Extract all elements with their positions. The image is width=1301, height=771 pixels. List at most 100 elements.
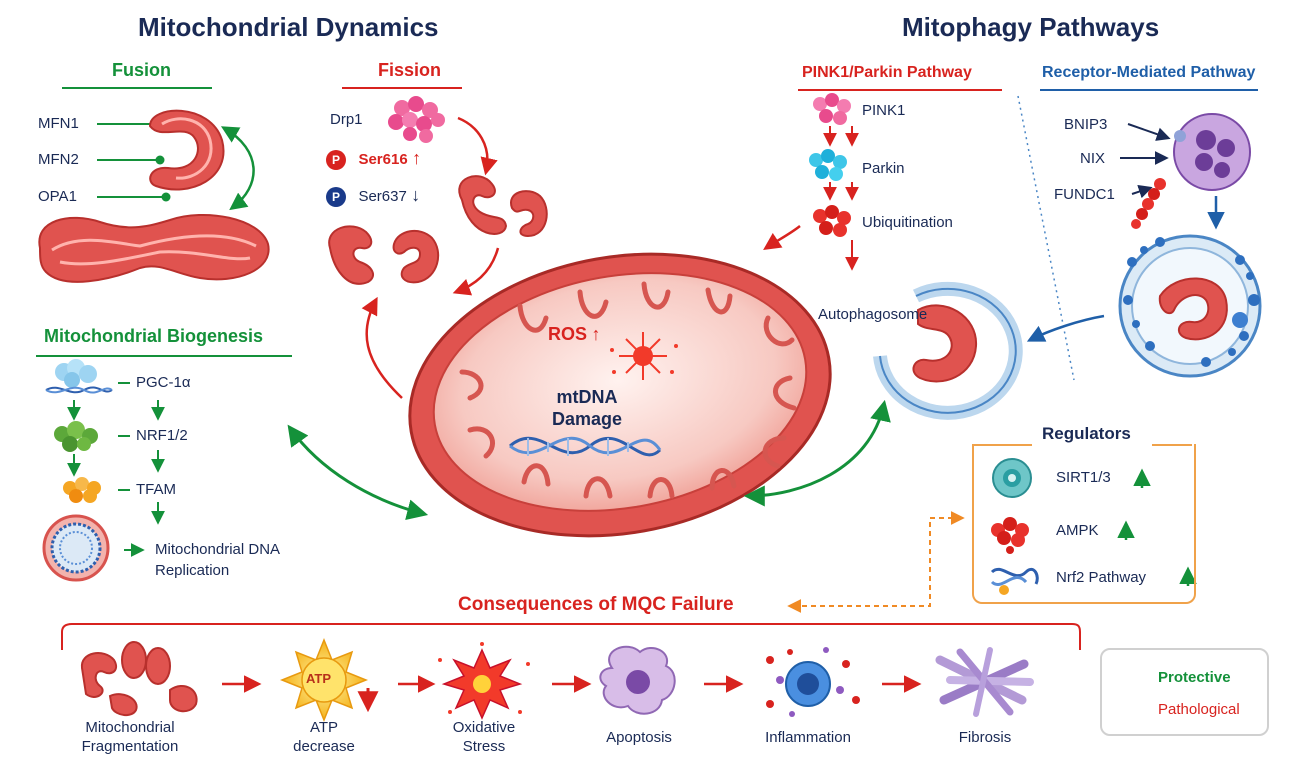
apoptosis-cell-icon	[599, 645, 676, 715]
fusion-protein-mfn1: MFN1	[38, 115, 79, 132]
phospho-badge-blue: P	[326, 187, 346, 207]
fission-fragment-2	[510, 190, 548, 238]
receptor-bnip3: BNIP3	[1064, 116, 1108, 133]
central-mitochondrion	[408, 252, 832, 538]
consequences-title: Consequences of MQC Failure	[458, 594, 734, 615]
regulators-top-right-border	[1152, 444, 1192, 446]
phospho-badge-red: P	[326, 150, 346, 170]
consequence-atp-line1: ATP	[309, 719, 339, 736]
atp-starburst-icon	[279, 637, 379, 723]
regulators-title: Regulators	[1042, 424, 1131, 443]
nrf2-icon	[990, 567, 1039, 595]
replication-line2: Replication	[155, 562, 230, 579]
receptor-to-autophagosome-arrow	[1026, 314, 1105, 342]
consequence-fibrosis: Fibrosis	[958, 729, 1012, 746]
autophagosome-icon	[873, 281, 1023, 420]
regulator-sirt: SIRT1/3	[1056, 469, 1111, 486]
ubiquitin-icon	[813, 205, 851, 237]
pink1-icon	[813, 93, 851, 125]
fusion-protein-mfn2: MFN2	[38, 151, 79, 168]
biogenesis-center-arrow	[287, 424, 429, 520]
inflammation-icon	[766, 647, 860, 717]
receptor-nix: NIX	[1080, 150, 1106, 167]
fundc1-chain-icon	[1131, 178, 1166, 229]
autophagosome-label: Autophagosome	[818, 306, 928, 323]
fusion-title: Fusion	[112, 60, 171, 80]
receptor-autophagosome-icon	[1118, 234, 1262, 378]
regulators-top-left-border	[972, 444, 1032, 446]
parkin-label: Parkin	[862, 160, 905, 177]
mitophagy-title: Mitophagy Pathways	[902, 12, 1160, 42]
up-arrow-icon: ↑	[412, 148, 422, 168]
consequence-oxidative-line2: Stress	[462, 738, 506, 755]
pink1-pathway-title: PINK1/Parkin Pathway	[802, 64, 972, 81]
legend-pathological: Pathological	[1158, 701, 1240, 718]
mtdna-replication-icon	[42, 514, 110, 582]
replication-line1: Mitochondrial DNA	[155, 541, 281, 558]
consequence-apoptosis: Apoptosis	[606, 729, 672, 746]
consequence-fragmentation-line1: Mitochondrial	[85, 719, 175, 736]
biogenesis-arrows	[67, 382, 165, 557]
mitophagy-center-arrow	[743, 399, 891, 507]
regulator-ampk: AMPK	[1056, 522, 1099, 539]
consequence-atp: ATP decrease	[264, 718, 384, 756]
down-arrow-icon: ↓	[411, 185, 421, 205]
fused-mito	[38, 213, 270, 283]
ser637-row: P Ser637 ↓	[326, 185, 420, 207]
regulator-up-arrows	[1117, 468, 1197, 586]
mtdna-line1: mtDNA	[556, 387, 618, 407]
mtdna-label: mtDNA Damage	[552, 386, 622, 430]
biogenesis-step-nrf12: NRF1/2	[136, 427, 188, 444]
parkin-icon	[809, 149, 847, 181]
ampk-icon	[991, 517, 1029, 554]
drp1-label: Drp1	[330, 111, 363, 128]
legend-box	[1100, 648, 1269, 736]
biogenesis-title: Mitochondrial Biogenesis	[44, 326, 264, 346]
biogenesis-step-tfam: TFAM	[136, 481, 176, 498]
ser616-label: Ser616	[358, 151, 408, 168]
atp-icon-text: ATP	[306, 671, 332, 686]
pink1-arrows	[823, 126, 859, 271]
fission-fragment-1	[458, 175, 508, 235]
ros-label-row: ROS ↑	[548, 324, 600, 345]
fibrosis-icon	[935, 647, 1034, 717]
fragmentation-icon	[80, 641, 198, 716]
fusion-protein-opa1: OPA1	[38, 188, 77, 205]
pathway-divider	[1017, 95, 1075, 381]
receptor-pathway-title: Receptor-Mediated Pathway	[1042, 64, 1256, 81]
biogenesis-step-pgc1a: PGC-1α	[136, 374, 191, 391]
purple-cell-icon	[1173, 113, 1251, 191]
center-to-fission-arrow	[361, 296, 403, 399]
regulator-nrf2: Nrf2 Pathway	[1056, 569, 1147, 586]
receptor-fundc1: FUNDC1	[1054, 186, 1115, 203]
consequence-fragmentation-line2: Fragmentation	[81, 738, 179, 755]
consequence-atp-line2: decrease	[293, 738, 355, 755]
mtdna-line2: Damage	[552, 409, 623, 429]
consequences-bracket	[61, 623, 1081, 650]
regulators-panel	[972, 444, 1196, 604]
consequence-inflammation: Inflammation	[765, 729, 851, 746]
pink1-label: PINK1	[862, 102, 906, 119]
receptor-arrows	[1120, 123, 1171, 199]
pgc1a-icon	[45, 359, 113, 394]
drp1-icon	[388, 96, 445, 143]
tfam-icon	[63, 477, 101, 503]
ros-label: ROS	[548, 324, 588, 344]
ubiquitination-label: Ubiquitination	[862, 214, 953, 231]
fission-title: Fission	[378, 60, 442, 80]
fission-fragment-3	[328, 225, 375, 285]
ubiquitination-to-center-arrow	[763, 225, 801, 250]
regulators-connector	[787, 511, 965, 613]
fusion-arrow	[220, 126, 255, 211]
dynamics-title: Mitochondrial Dynamics	[138, 12, 439, 42]
fission-arrow-1	[457, 116, 498, 176]
consequence-oxidative: Oxidative Stress	[424, 718, 544, 756]
consequence-fragmentation: Mitochondrial Fragmentation	[50, 718, 210, 756]
ser616-row: P Ser616 ↑	[326, 148, 421, 170]
fusion-mito-curved	[148, 109, 225, 191]
fission-arrow-2	[452, 247, 500, 296]
consequence-oxidative-line1: Oxidative	[452, 719, 516, 736]
ros-burst-icon	[610, 332, 678, 380]
legend-protective: Protective	[1158, 669, 1231, 686]
